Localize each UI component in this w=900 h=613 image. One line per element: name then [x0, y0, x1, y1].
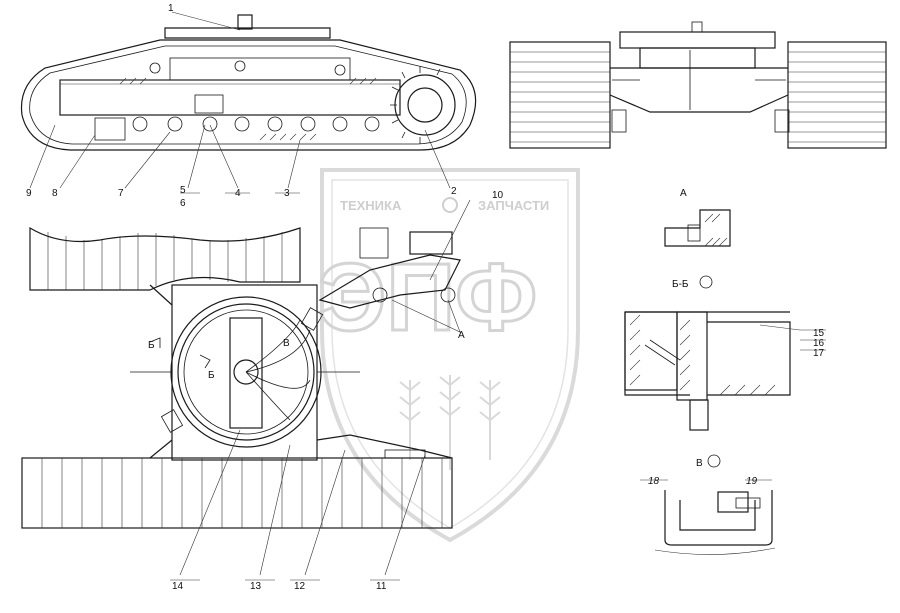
watermark-left-text: ТЕХНИКА — [340, 198, 402, 213]
callout-1: 1 — [168, 3, 174, 14]
side-view-leaders — [29, 11, 451, 194]
callout-12: 12 — [294, 581, 306, 592]
front-view — [509, 21, 887, 149]
callout-13: 13 — [250, 581, 262, 592]
sprocket-icon — [394, 74, 456, 136]
section-bb — [624, 311, 826, 431]
mark-b1: Б — [148, 340, 155, 351]
callout-15: 15 — [813, 328, 825, 339]
mark-a: А — [458, 330, 465, 341]
callout-2: 2 — [451, 186, 457, 197]
watermark-shield-icon — [320, 168, 580, 543]
watermark-right-text: ЗАПЧАСТИ — [478, 198, 549, 213]
watermark-gear-icon — [442, 197, 458, 213]
view-v-title: В — [696, 458, 703, 469]
detail-view-a — [664, 209, 731, 247]
side-view-track — [20, 14, 477, 151]
callout-5: 5 — [180, 185, 186, 196]
view-a-title: А — [680, 188, 687, 199]
section-arrow-b2-icon — [199, 354, 211, 369]
callout-10: 10 — [492, 190, 504, 201]
callout-16: 16 — [813, 338, 825, 349]
callout-17: 17 — [813, 348, 825, 359]
callout-14: 14 — [172, 581, 184, 592]
section-arrow-b1-icon — [149, 337, 161, 348]
watermark-wheat-icon — [399, 375, 501, 470]
callout-9: 9 — [26, 188, 32, 199]
callout-6: 6 — [180, 198, 186, 209]
mark-v: В — [283, 338, 290, 349]
plan-view — [21, 226, 461, 529]
section-bb-title: Б-Б — [672, 279, 689, 290]
detail-view-v — [640, 479, 776, 555]
callout-7: 7 — [118, 188, 124, 199]
callout-3: 3 — [284, 188, 290, 199]
callout-4: 4 — [235, 188, 241, 199]
plan-view-leaders — [170, 199, 471, 581]
callout-11: 11 — [376, 581, 387, 592]
callout-8: 8 — [52, 188, 58, 199]
mark-b2: Б — [208, 370, 215, 381]
watermark-logo-letters: ЭПФ — [318, 244, 537, 351]
callout-18: 18 — [648, 476, 660, 487]
watermark: ТЕХНИКА ЗАПЧАСТИ ЭПФ — [317, 168, 580, 543]
callout-19: 19 — [746, 476, 758, 487]
